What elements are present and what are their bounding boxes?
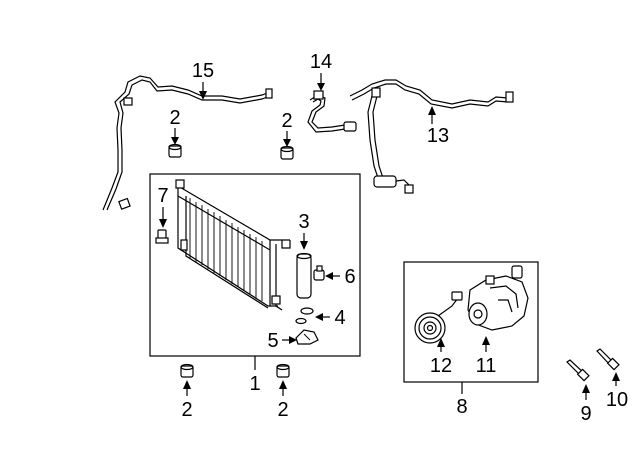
callout-2-lower-left: 2	[181, 399, 192, 421]
bolt-9[interactable]	[566, 359, 590, 382]
condenser[interactable]	[175, 179, 291, 311]
callout-10: 10	[606, 389, 628, 411]
leader-7	[159, 207, 167, 228]
o-ring-nut-2a[interactable]	[168, 143, 182, 158]
compressor-group-box	[403, 261, 539, 383]
ac-hose-14[interactable]	[307, 90, 357, 133]
callout-12: 12	[430, 355, 452, 377]
leader-4	[315, 313, 330, 321]
callout-5: 5	[267, 330, 278, 352]
leader-6	[325, 272, 340, 280]
leader-13	[428, 106, 436, 124]
callout-4: 4	[334, 307, 345, 329]
callout-13: 13	[427, 125, 449, 147]
leader-3	[300, 233, 308, 250]
callout-6: 6	[344, 266, 355, 288]
callout-1: 1	[249, 373, 260, 395]
condenser-group-box	[149, 173, 361, 357]
compressor-11[interactable]	[467, 265, 529, 331]
drier-plug-6[interactable]	[313, 265, 325, 281]
callout-2-lower-right: 2	[277, 399, 288, 421]
leader-2-lower-left	[183, 380, 191, 396]
bolt-10[interactable]	[596, 348, 620, 371]
callout-2-upper-middle: 2	[281, 110, 292, 132]
callout-14: 14	[310, 51, 332, 73]
leader-11	[482, 336, 490, 352]
o-ring-nut-2b[interactable]	[280, 145, 294, 160]
ac-line-13[interactable]	[349, 79, 514, 194]
leader-14	[317, 73, 325, 91]
leader-2-upper-left	[171, 128, 179, 145]
callout-15: 15	[192, 60, 214, 82]
leader-5	[282, 336, 297, 344]
compressor-clutch-12[interactable]	[414, 291, 463, 344]
bracket-5[interactable]	[295, 329, 319, 345]
callout-8: 8	[456, 396, 467, 418]
callout-2-upper-left: 2	[169, 107, 180, 129]
o-ring-nut-2d[interactable]	[276, 363, 290, 378]
leader-12	[437, 338, 445, 352]
leader-2-lower-right	[279, 380, 287, 396]
ac-line-15[interactable]	[102, 75, 273, 211]
callout-11: 11	[476, 355, 497, 377]
leader-9	[582, 384, 590, 400]
leader-15	[199, 82, 207, 100]
callout-7: 7	[157, 185, 168, 207]
callout-3: 3	[298, 211, 309, 233]
leader-2-upper-middle	[283, 131, 291, 147]
receiver-drier-3[interactable]	[296, 252, 312, 299]
callout-9: 9	[580, 403, 591, 425]
o-ring-nut-2c[interactable]	[180, 363, 194, 378]
o-rings-4[interactable]	[295, 307, 314, 325]
leader-10	[612, 372, 620, 386]
pressure-switch-7[interactable]	[155, 229, 169, 244]
